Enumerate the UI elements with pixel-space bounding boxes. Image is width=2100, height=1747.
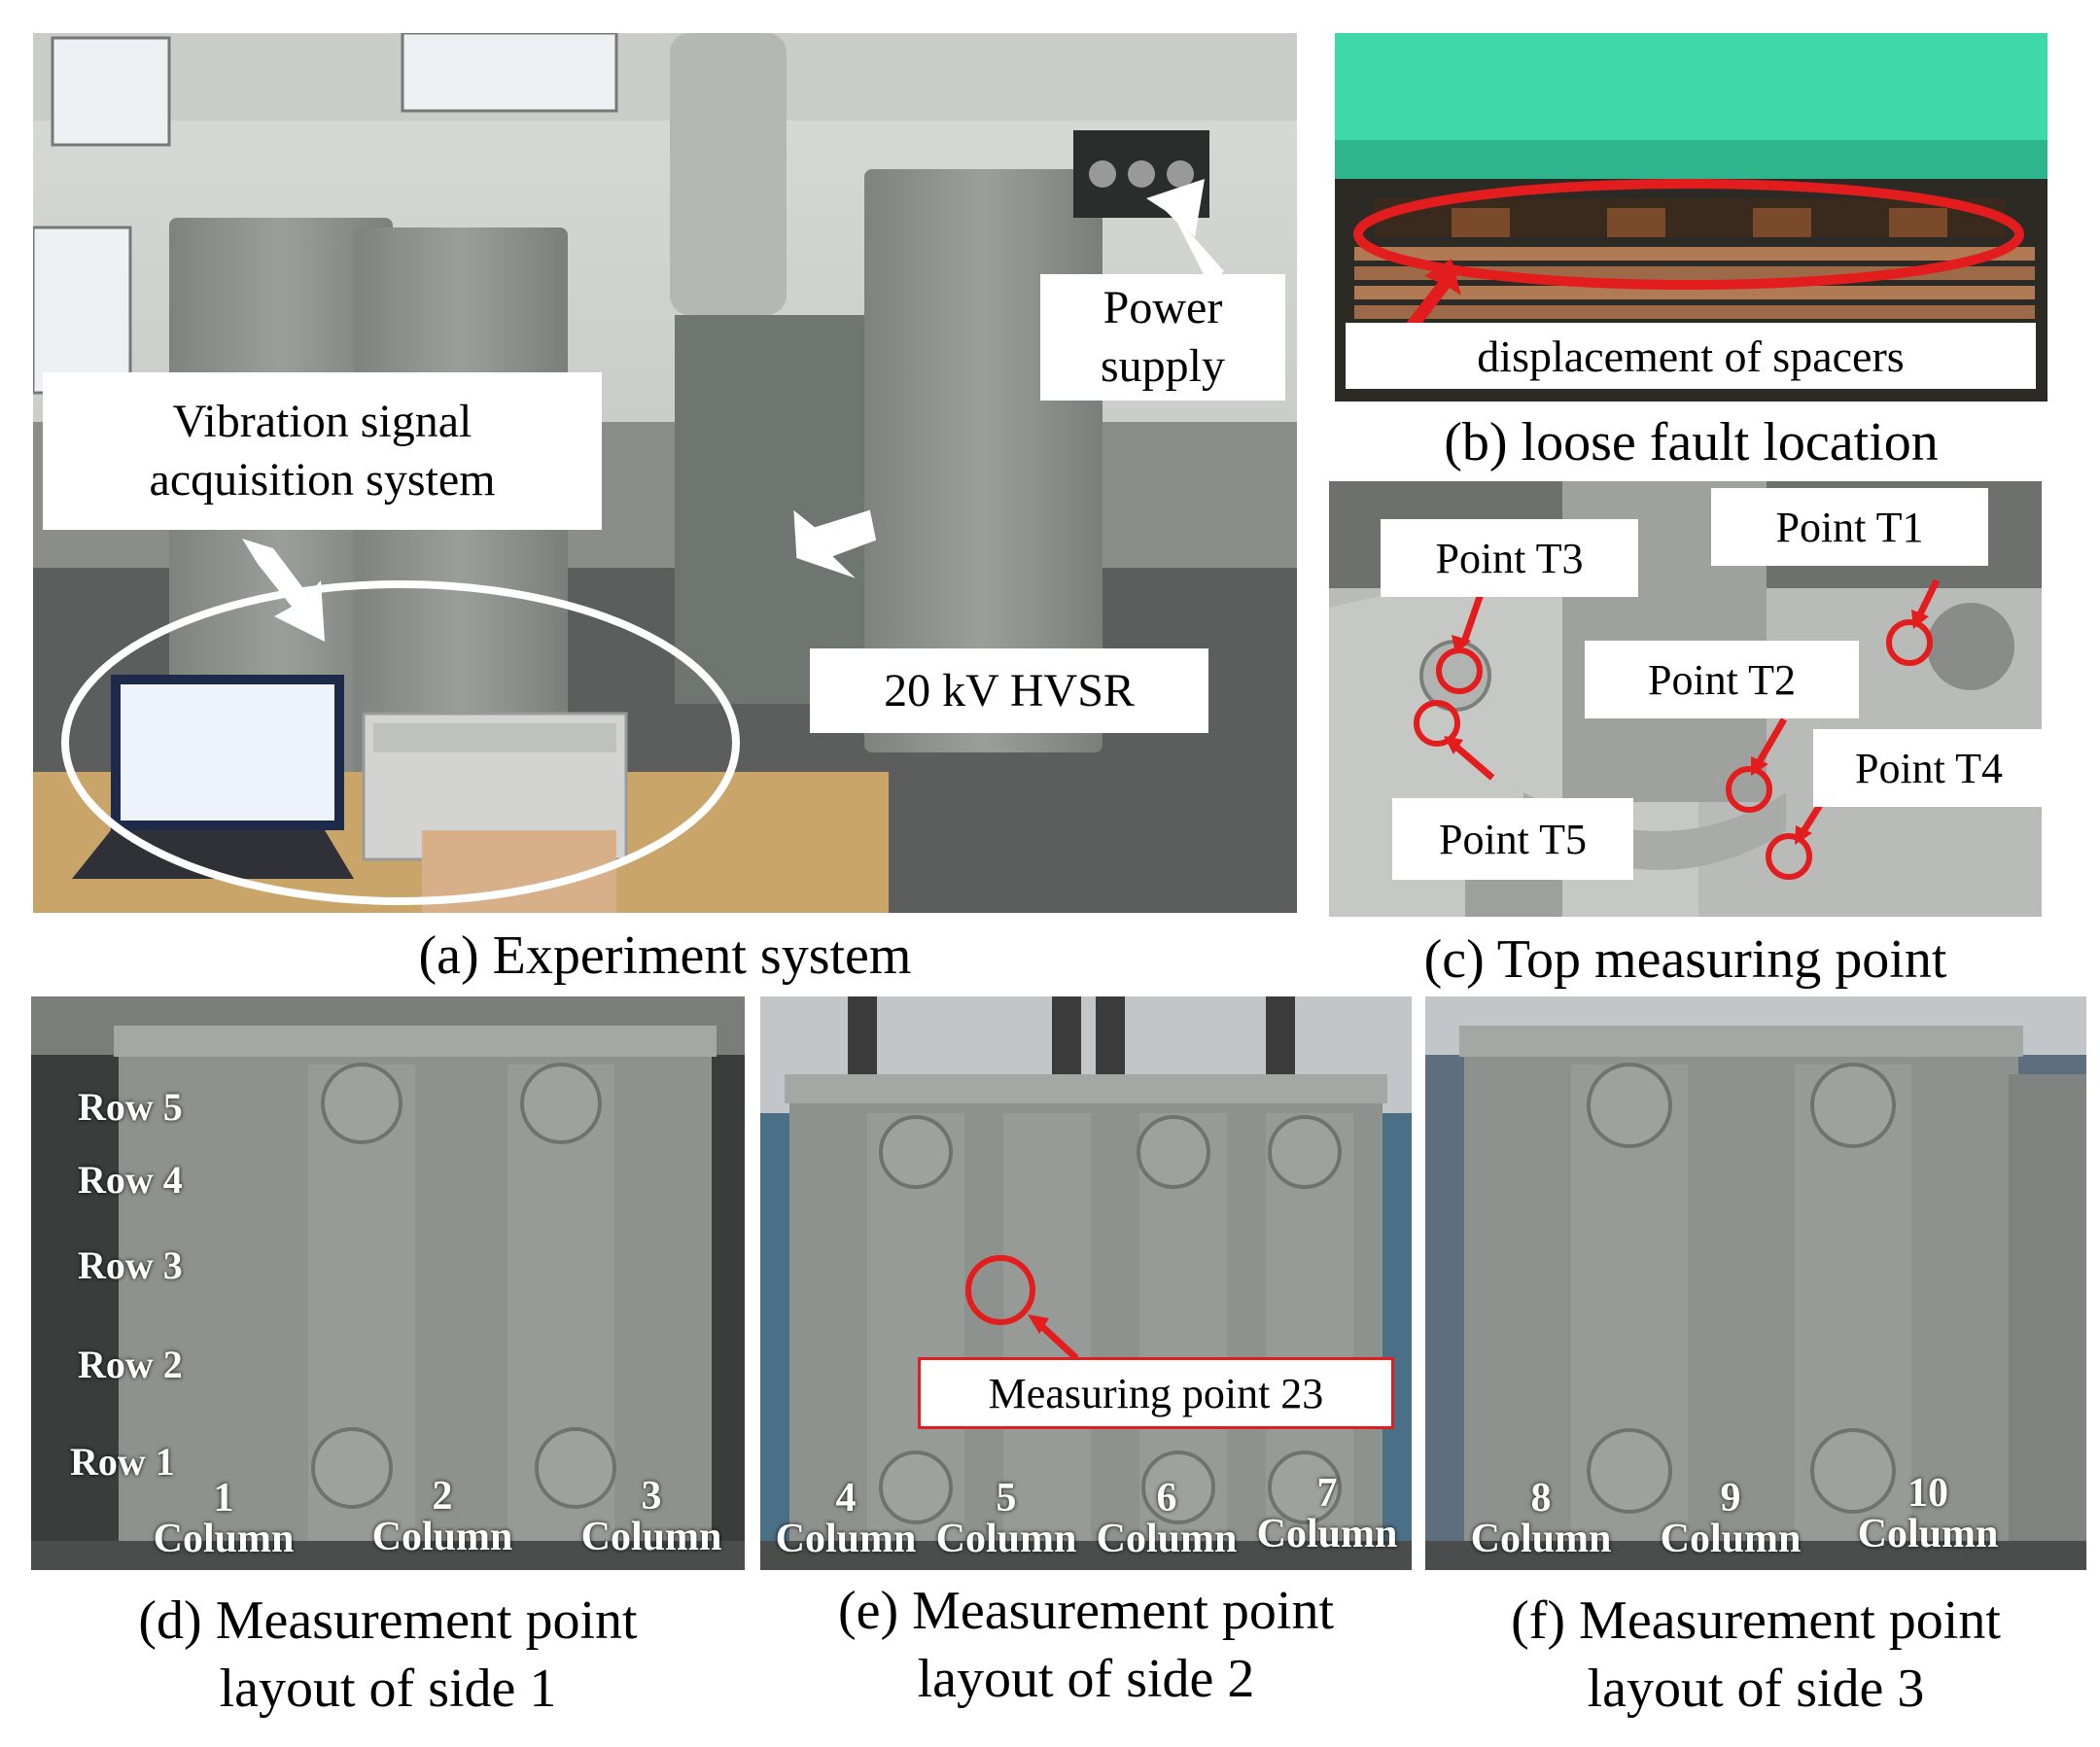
circle-t1: [1886, 619, 1933, 666]
arrow-spacers: [1405, 259, 1461, 331]
column-number: 2: [432, 1474, 453, 1519]
label-point-t2: Point T2: [1585, 641, 1859, 718]
circle-t5: [1414, 700, 1460, 747]
column-word: Column: [775, 1517, 917, 1561]
column-label-8: 8 Column: [1458, 1478, 1624, 1559]
column-word: Column: [1470, 1517, 1612, 1561]
circle-t2: [1726, 766, 1772, 813]
label-measuring-point-23: Measuring point 23: [918, 1357, 1394, 1429]
column-word: Column: [371, 1515, 513, 1559]
column-label-6: 6 Column: [1089, 1478, 1244, 1559]
column-label-2: 2 Column: [360, 1476, 525, 1557]
label-point-t5: Point T5: [1392, 798, 1633, 880]
row-label-4: Row 4: [78, 1158, 183, 1202]
column-label-9: 9 Column: [1648, 1478, 1813, 1559]
column-number: 9: [1720, 1476, 1741, 1520]
column-label-10: 10 Column: [1845, 1473, 2011, 1555]
row-label-2: Row 2: [78, 1343, 183, 1386]
circle-t4: [1766, 833, 1812, 880]
caption-c: (c) Top measuring point: [1423, 929, 1947, 990]
label-point-t4: Point T4: [1813, 729, 2045, 807]
column-label-7: 7 Column: [1249, 1473, 1405, 1555]
column-number: 3: [641, 1474, 662, 1519]
column-word: Column: [1256, 1512, 1398, 1556]
spacer-highlight-ellipse: [1353, 179, 2024, 290]
panel-d-photo: [31, 996, 745, 1570]
column-label-1: 1 Column: [141, 1478, 306, 1559]
label-point-t3: Point T3: [1381, 519, 1638, 597]
row-label-1: Row 1: [70, 1440, 175, 1484]
label-spacers: displacement of spacers: [1346, 323, 2036, 389]
side-3-photo: [1425, 996, 2086, 1570]
column-word: Column: [1096, 1517, 1238, 1561]
panel-f-photo: [1425, 996, 2086, 1570]
column-number: 8: [1530, 1476, 1552, 1520]
column-word: Column: [580, 1515, 722, 1559]
circle-measuring-point-23: [965, 1255, 1035, 1325]
column-word: Column: [153, 1517, 295, 1561]
side-1-photo: [31, 996, 745, 1570]
label-acquisition-system: Vibration signal acquisition system: [43, 372, 602, 530]
column-label-3: 3 Column: [569, 1476, 734, 1557]
column-number: 4: [835, 1476, 857, 1520]
arrow-hvsr: [793, 509, 877, 578]
column-number: 5: [996, 1476, 1017, 1520]
label-power-supply: Power supply: [1040, 274, 1285, 401]
caption-e: (e) Measurement point layout of side 2: [837, 1581, 1335, 1709]
row-label-5: Row 5: [78, 1085, 183, 1129]
acquisition-highlight-ellipse: [61, 580, 740, 905]
arrow-power: [1146, 179, 1224, 286]
column-number: 7: [1316, 1471, 1338, 1516]
column-word: Column: [1660, 1517, 1802, 1561]
caption-d: (d) Measurement point layout of side 1: [138, 1590, 638, 1719]
column-word: Column: [935, 1517, 1077, 1561]
column-number: 1: [213, 1476, 234, 1520]
caption-f: (f) Measurement point layout of side 3: [1511, 1590, 2001, 1719]
label-hvsr: 20 kV HVSR: [810, 648, 1208, 733]
arrow-acquisition: [242, 539, 325, 642]
column-label-4: 4 Column: [768, 1478, 924, 1559]
row-label-3: Row 3: [78, 1243, 183, 1287]
panel-e-photo: [760, 996, 1412, 1570]
column-number: 6: [1156, 1476, 1177, 1520]
side-2-photo: [760, 996, 1412, 1570]
label-point-t1: Point T1: [1711, 488, 1988, 566]
column-word: Column: [1857, 1512, 1999, 1556]
caption-b: (b) loose fault location: [1444, 412, 1939, 472]
tank-side-3: [1464, 1026, 2018, 1551]
column-number: 10: [1908, 1471, 1948, 1516]
caption-a: (a) Experiment system: [418, 926, 912, 986]
column-label-5: 5 Column: [928, 1478, 1084, 1559]
